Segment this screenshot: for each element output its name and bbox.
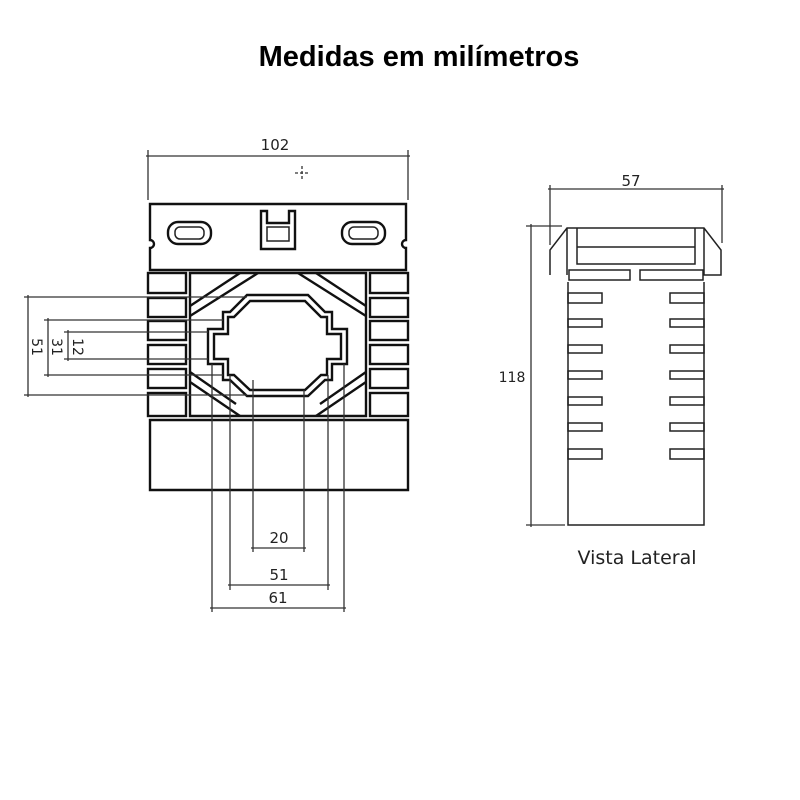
svg-text:57: 57 [621, 172, 640, 190]
svg-text:51: 51 [28, 338, 44, 356]
svg-text:31: 31 [48, 338, 64, 356]
svg-text:118: 118 [499, 370, 526, 386]
height-dimensions: 51 31 12 [24, 295, 247, 397]
dimension-height-118: 118 [499, 224, 565, 527]
front-view: 102 [24, 136, 410, 612]
dimension-depth-57: 57 [548, 172, 724, 245]
dimension-width-102: 102 [146, 136, 410, 200]
side-view-caption: Vista Lateral [578, 547, 697, 569]
svg-text:61: 61 [268, 589, 287, 607]
drawing-title: Medidas em milímetros [259, 41, 580, 73]
svg-text:102: 102 [261, 136, 290, 154]
cooling-fins [146, 271, 410, 418]
svg-text:12: 12 [69, 338, 85, 356]
svg-text:51: 51 [269, 566, 288, 584]
mounting-plate [148, 202, 408, 272]
conductor-window [206, 293, 349, 398]
base-block [148, 418, 410, 492]
window-width-dimensions: 20 51 61 [210, 364, 346, 612]
svg-text:20: 20 [269, 529, 288, 547]
side-cap [549, 227, 722, 281]
side-view: 57 118 [499, 172, 724, 569]
side-body [567, 282, 705, 526]
